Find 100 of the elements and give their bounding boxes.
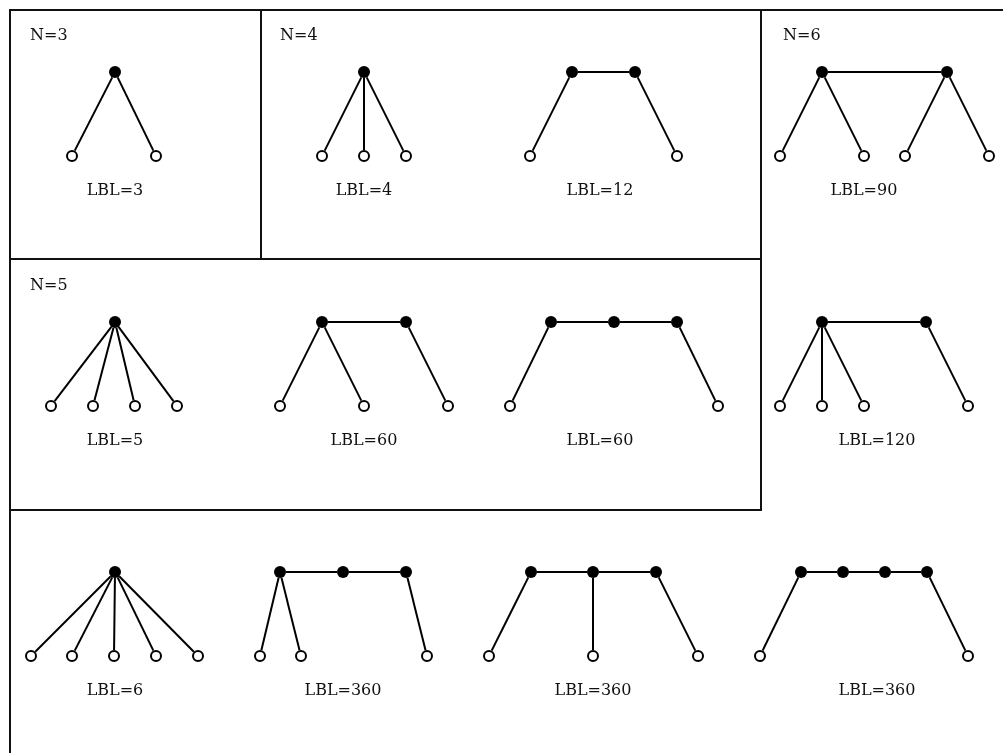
leaf-node-circle	[774, 400, 786, 412]
leaf-node-circle	[962, 650, 974, 662]
leaf-node-circle	[150, 650, 162, 662]
tree-edge	[327, 321, 401, 323]
leaf-node-circle	[295, 650, 307, 662]
tree-edge	[781, 326, 821, 402]
count-label: LBL=360	[838, 682, 916, 698]
leaf-node-circle	[87, 400, 99, 412]
tree-edge	[827, 71, 942, 73]
leaf-node-circle	[25, 650, 37, 662]
internal-node-dot	[525, 566, 537, 578]
leaf-node-circle	[858, 150, 870, 162]
count-label: LBL=60	[566, 432, 634, 448]
tree-edge	[577, 71, 630, 73]
tree-edge	[73, 76, 114, 152]
leaf-node-circle	[504, 400, 516, 412]
tree-edge	[73, 576, 114, 652]
leaf-node-circle	[774, 150, 786, 162]
internal-node-dot	[400, 566, 412, 578]
internal-node-dot	[109, 316, 121, 328]
internal-node-dot	[837, 566, 849, 578]
internal-node-dot	[337, 566, 349, 578]
leaf-node-circle	[192, 650, 204, 662]
leaf-node-circle	[316, 150, 328, 162]
tree-edge	[636, 76, 676, 152]
internal-node-dot	[608, 316, 620, 328]
internal-node-dot	[671, 316, 683, 328]
tree-edge	[678, 326, 717, 402]
count-label: LBL=360	[304, 682, 382, 698]
count-label: LBL=120	[838, 432, 916, 448]
tree-edge	[115, 326, 135, 402]
tree-edge	[556, 321, 609, 323]
tree-edge	[823, 326, 863, 402]
leaf-node-circle	[983, 150, 995, 162]
tree-edge	[806, 571, 838, 573]
tree-edge	[53, 325, 113, 403]
tree-edge	[118, 575, 195, 653]
internal-node-dot	[109, 566, 121, 578]
leaf-node-circle	[899, 150, 911, 162]
internal-node-dot	[316, 316, 328, 328]
tree-edge	[116, 76, 155, 152]
internal-node-dot	[816, 316, 828, 328]
leaf-node-circle	[962, 400, 974, 412]
leaf-node-circle	[129, 400, 141, 412]
count-label: LBL=12	[566, 182, 634, 198]
tree-edge	[407, 326, 447, 402]
internal-node-dot	[274, 566, 286, 578]
leaf-node-circle	[587, 650, 599, 662]
internal-node-dot	[545, 316, 557, 328]
internal-node-dot	[358, 66, 370, 78]
internal-node-dot	[816, 66, 828, 78]
leaf-node-circle	[692, 650, 704, 662]
count-label: LBL=90	[830, 182, 898, 198]
internal-node-dot	[879, 566, 891, 578]
leaf-node-circle	[171, 400, 183, 412]
internal-node-dot	[629, 66, 641, 78]
tree-edge	[536, 571, 588, 573]
tree-edge	[619, 321, 672, 323]
leaf-node-circle	[421, 650, 433, 662]
panel-frame	[9, 9, 1003, 753]
count-label: LBL=60	[330, 432, 398, 448]
leaf-node-circle	[66, 650, 78, 662]
tree-edge	[781, 76, 821, 152]
tree-edge	[260, 576, 280, 652]
tree-edge	[490, 576, 530, 652]
leaf-node-circle	[754, 650, 766, 662]
internal-node-dot	[941, 66, 953, 78]
internal-node-dot	[566, 66, 578, 78]
tree-edge	[906, 76, 946, 152]
leaf-node-circle	[150, 150, 162, 162]
internal-node-dot	[587, 566, 599, 578]
leaf-node-circle	[816, 400, 828, 412]
count-label: LBL=6	[86, 682, 144, 698]
tree-edge	[823, 76, 863, 152]
tree-edge	[323, 326, 363, 402]
leaf-node-circle	[524, 150, 536, 162]
tree-edge	[531, 76, 571, 152]
tree-edge	[365, 76, 405, 152]
tree-edge	[93, 326, 115, 402]
tree-edge	[657, 576, 697, 652]
leaf-node-circle	[108, 650, 120, 662]
tree-edge	[821, 327, 823, 401]
tree-edge	[363, 77, 365, 151]
count-label: LBL=5	[86, 432, 144, 448]
internal-node-dot	[795, 566, 807, 578]
panel-heading: N=4	[280, 27, 318, 43]
panel-heading: N=3	[30, 27, 68, 43]
tree-edge	[928, 576, 967, 652]
tree-edge	[117, 325, 175, 403]
tree-edge	[406, 576, 427, 652]
tree-edge	[348, 571, 401, 573]
tree-edge	[113, 577, 116, 651]
leaf-node-circle	[858, 400, 870, 412]
internal-node-dot	[400, 316, 412, 328]
tree-edge	[827, 321, 921, 323]
tree-edge	[116, 576, 155, 652]
tree-edge	[848, 571, 880, 573]
panel-frame	[9, 258, 762, 511]
leaf-node-circle	[400, 150, 412, 162]
leaf-node-circle	[45, 400, 57, 412]
